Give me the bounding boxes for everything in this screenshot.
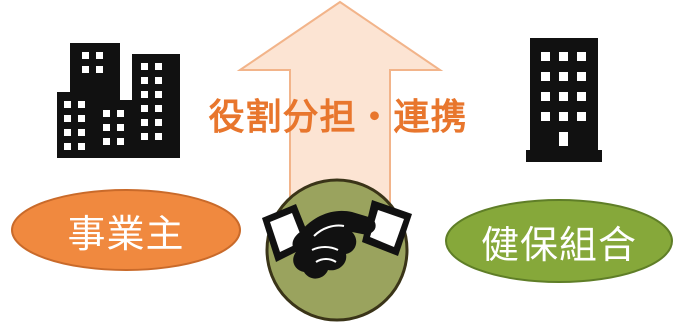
office-buildings-icon [57,43,180,158]
union-ellipse [445,199,673,283]
employer-ellipse [11,189,241,271]
handshake-icon [262,178,412,322]
apartment-building-icon [526,38,602,162]
upward-arrow [236,0,444,215]
